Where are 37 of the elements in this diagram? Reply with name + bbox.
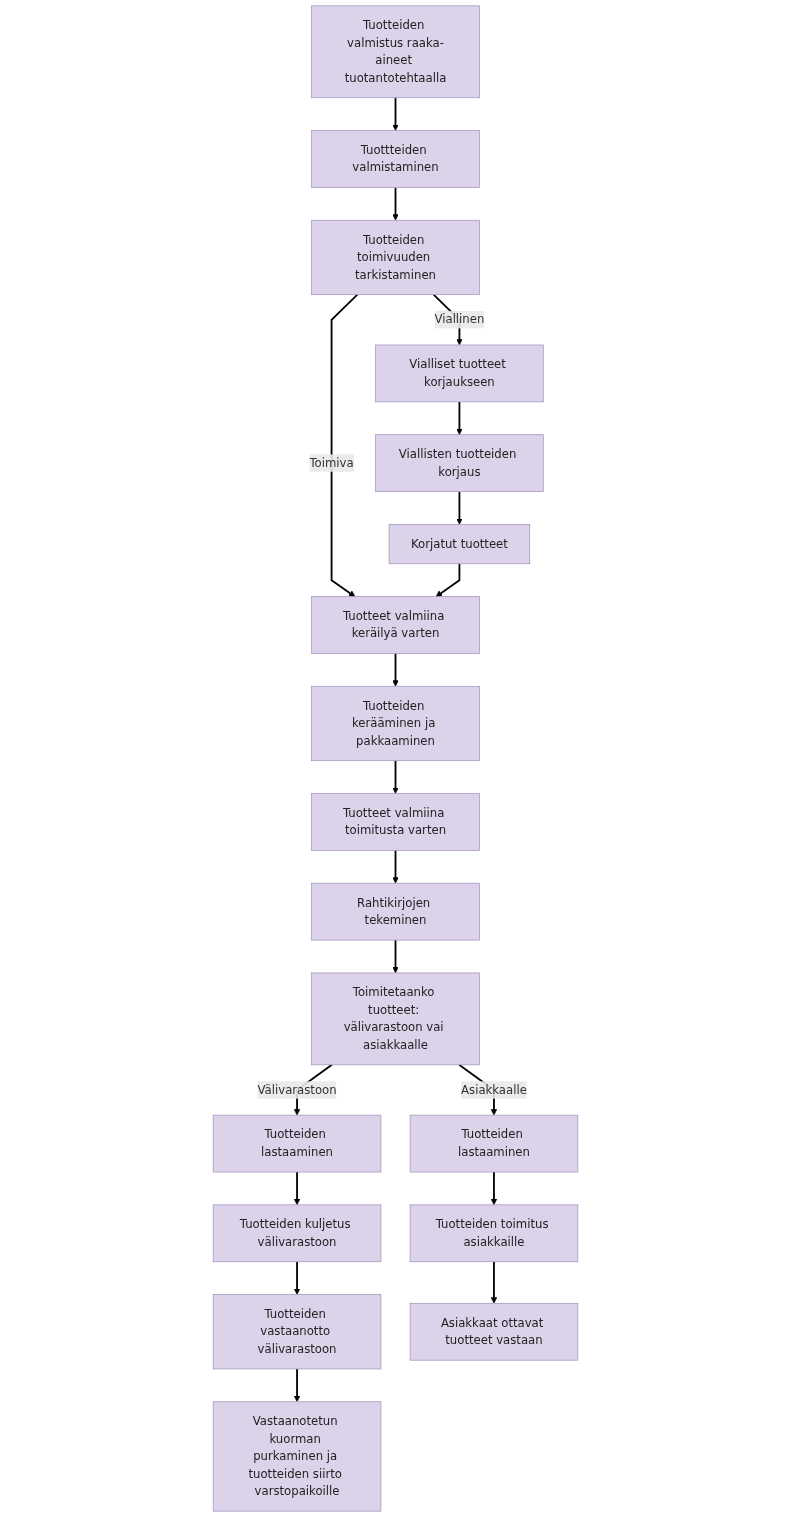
arrow (392, 652, 399, 687)
node-box: Tuotteiden toimivuuden tarkistaminen (311, 219, 480, 295)
arrow (293, 1260, 301, 1295)
node-box: Rahtikirjojen tekeminen (311, 882, 480, 941)
node-box: Vialliset tuotteet korjaukseen (375, 344, 544, 403)
arrow (293, 1171, 301, 1206)
node-box: Tuotteiden kuljetus välivarastoon (212, 1204, 382, 1263)
node-box: Tuotteiden kerääminen ja pakkaaminen (311, 685, 480, 762)
arrow (293, 1368, 301, 1403)
node-box: Tuotteet valmiina toimitusta varten (311, 793, 480, 851)
arrow (435, 562, 461, 597)
node-box: Viallisten tuotteiden korjaus (375, 434, 544, 492)
edge-label: Asiakkaalle (461, 1082, 527, 1097)
node-box: Toimitetaanko tuotteet: välivarastoon vai asiakkaalle (311, 972, 480, 1066)
arrow (392, 96, 399, 131)
node-box: Tuotteiden valmistus raaka-aineet tuotantotehtaalla (311, 5, 480, 99)
node-box: Tuotteiden vastaanotto välivarastoon (212, 1294, 382, 1370)
node-box: Korjatut tuotteet (388, 524, 531, 565)
edge-label: Välivarastoon (257, 1082, 337, 1097)
arrow (490, 1260, 498, 1304)
arrow (490, 1171, 498, 1206)
node-box: Tuotteet valmiina keräilyä varten (311, 596, 480, 654)
arrow (392, 759, 399, 794)
arrow (392, 186, 399, 221)
node-box: Tuottteiden valmistaminen (311, 130, 480, 188)
node-box: Asiakkaat ottavat tuotteet vastaan (409, 1302, 579, 1361)
edge-label: Toimiva (309, 455, 354, 470)
edge-label: Viallinen (434, 312, 485, 327)
arrow (456, 400, 463, 435)
arrow (392, 939, 399, 974)
node-box: Tuotteiden toimitus asiakkaille (409, 1204, 579, 1263)
node-box: Vastaanotetun kuorman purkaminen ja tuotteiden siirto varstopaikoille (212, 1401, 382, 1512)
node-box: Tuotteiden lastaaminen (409, 1114, 579, 1173)
arrow (456, 490, 463, 525)
node-box: Tuotteiden lastaaminen (212, 1114, 382, 1173)
arrow (330, 293, 359, 597)
arrow (392, 849, 399, 884)
